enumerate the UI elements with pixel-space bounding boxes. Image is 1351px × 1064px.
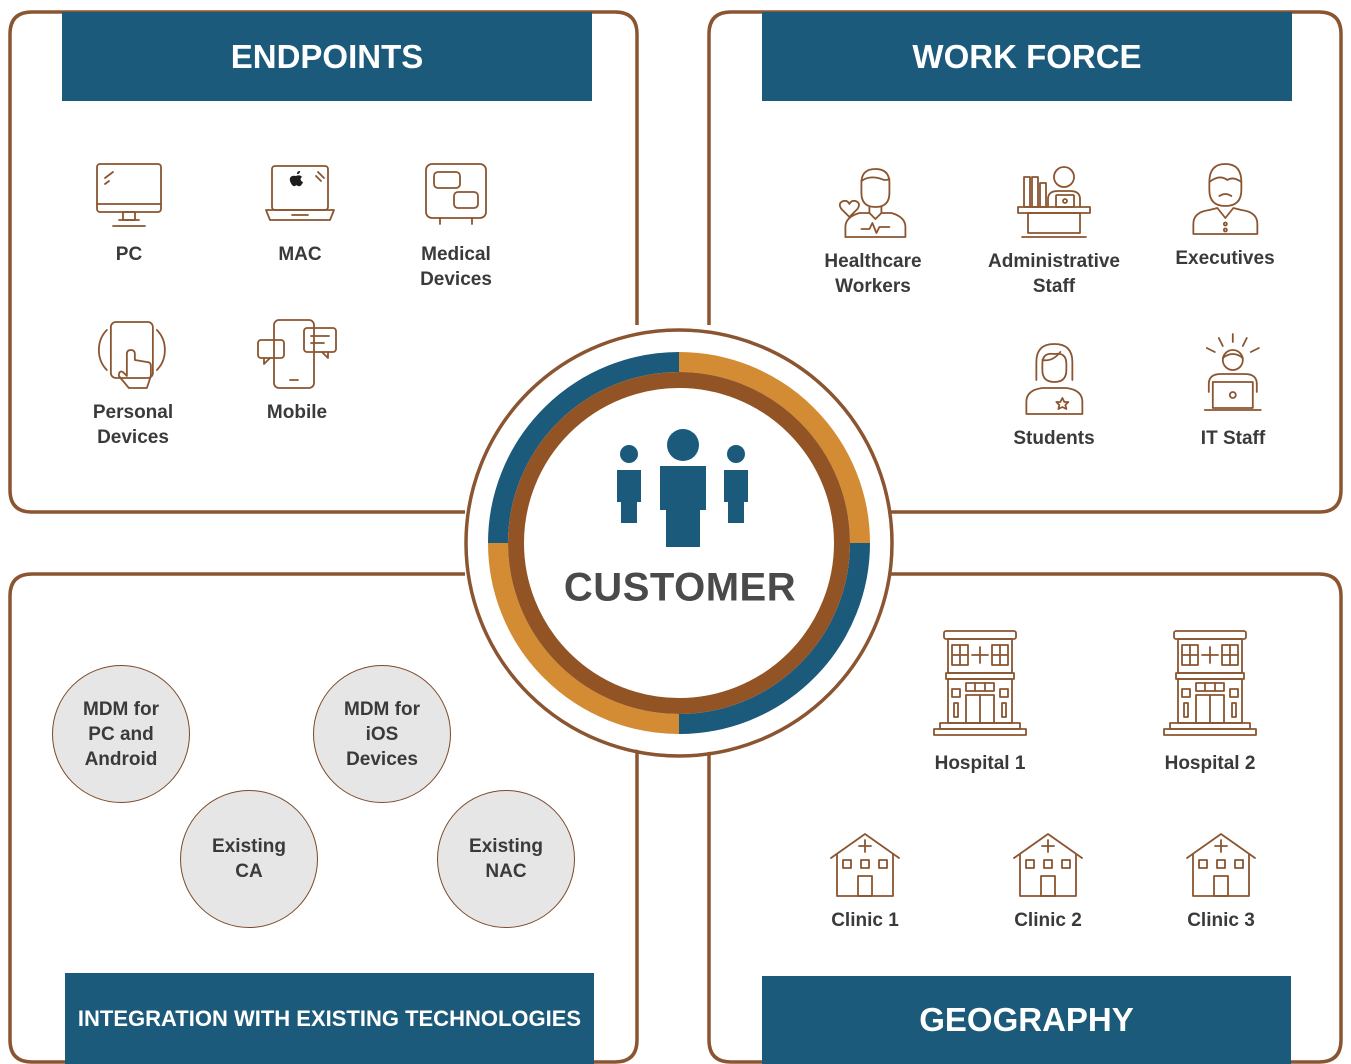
workforce-students: Students	[1013, 340, 1095, 451]
endpoint-pc-label: PC	[115, 244, 143, 265]
tablet-touch-icon	[98, 321, 166, 389]
geo-clinic-2: Clinic 2	[1010, 828, 1086, 933]
workforce-banner: WORK FORCE	[762, 12, 1292, 101]
student-icon	[1025, 343, 1083, 415]
hospital-icon	[1163, 630, 1257, 736]
endpoint-medical-devices: Medical Devices	[420, 160, 492, 292]
endpoints-panel-border	[8, 10, 639, 514]
center-outline	[464, 328, 894, 758]
clinic-icon	[830, 833, 900, 897]
workforce-healthcare-workers-label: Healthcare Workers	[824, 251, 922, 297]
hospital-icon	[933, 630, 1027, 736]
endpoint-mobile-label: Mobile	[266, 402, 328, 423]
workforce-executives: Executives	[1175, 160, 1275, 271]
geo-hospital-2: Hospital 2	[1160, 625, 1260, 776]
geo-hospital-2-label: Hospital 2	[1164, 753, 1256, 774]
workforce-executives-label: Executives	[1175, 248, 1275, 269]
endpoints-banner: ENDPOINTS	[62, 12, 592, 101]
endpoint-mac-label: MAC	[278, 244, 322, 265]
customer-label: CUSTOMER	[563, 565, 797, 610]
endpoint-personal-devices-label: Personal Devices	[92, 402, 174, 448]
laptop-icon	[265, 165, 335, 221]
geo-clinic-2-label: Clinic 2	[1014, 910, 1082, 931]
healthcare-worker-icon	[838, 168, 906, 238]
endpoint-personal-devices: Personal Devices	[93, 318, 173, 450]
integration-banner: INTEGRATION WITH EXISTING TECHNOLOGIES	[65, 973, 594, 1064]
geo-hospital-1: Hospital 1	[930, 625, 1030, 776]
bubble-mdm-ios: MDM for iOS Devices	[313, 665, 451, 803]
geo-clinic-1-label: Clinic 1	[831, 910, 899, 931]
geo-clinic-3-label: Clinic 3	[1187, 910, 1255, 931]
geography-panel-border	[707, 572, 1343, 1064]
workforce-administrative-staff-label: Administrative Staff	[988, 251, 1120, 297]
administrative-staff-icon	[1017, 166, 1091, 238]
workforce-administrative-staff: Administrative Staff	[988, 163, 1120, 299]
bubble-mdm-pc-android: MDM for PC and Android	[52, 665, 190, 803]
workforce-it-staff: IT Staff	[1201, 332, 1265, 451]
endpoint-pc: PC	[93, 160, 165, 267]
bubble-existing-ca: Existing CA	[180, 790, 318, 928]
ring-segment-blue-bottom	[678, 542, 870, 734]
integration-panel-border	[8, 572, 639, 1064]
mobile-chat-icon	[257, 319, 337, 389]
medical-device-icon	[425, 163, 487, 225]
executive-icon	[1192, 163, 1258, 235]
geo-hospital-1-label: Hospital 1	[934, 753, 1026, 774]
workforce-it-staff-label: IT Staff	[1200, 428, 1266, 449]
clinic-icon	[1013, 833, 1083, 897]
ring-segment-gold-bottom	[488, 542, 680, 734]
ring-segment-blue-top	[488, 352, 680, 544]
workforce-panel-border	[707, 10, 1343, 514]
geography-banner: GEOGRAPHY	[762, 976, 1291, 1064]
geo-clinic-3: Clinic 3	[1183, 828, 1259, 933]
ring-segment-gold-top	[678, 352, 870, 544]
bubble-existing-nac: Existing NAC	[437, 790, 575, 928]
workforce-students-label: Students	[1013, 428, 1095, 449]
people-group-icon	[617, 429, 748, 547]
endpoint-medical-devices-label: Medical Devices	[420, 244, 492, 290]
geo-clinic-1: Clinic 1	[827, 828, 903, 933]
endpoint-mac: MAC	[264, 160, 336, 267]
monitor-icon	[96, 163, 162, 227]
it-staff-icon	[1204, 333, 1262, 411]
workforce-healthcare-workers: Healthcare Workers	[824, 163, 922, 299]
endpoint-mobile: Mobile	[256, 318, 338, 425]
clinic-icon	[1186, 833, 1256, 897]
